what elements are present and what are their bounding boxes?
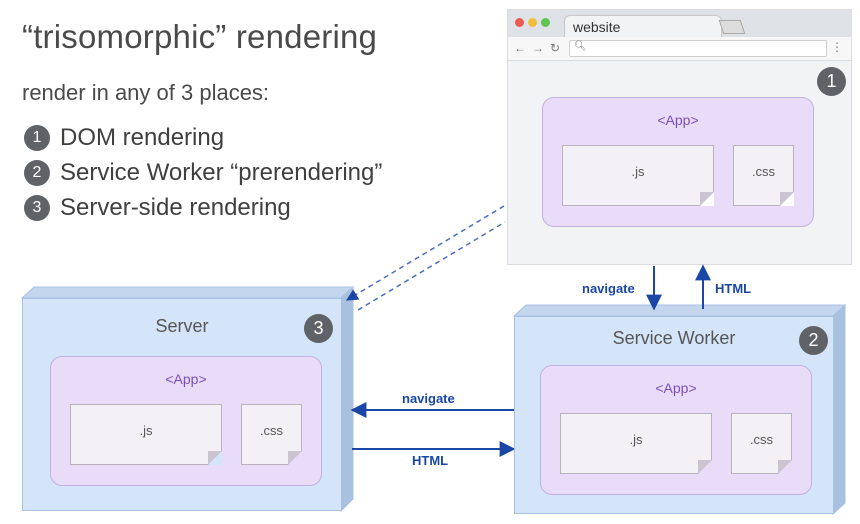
server-box: Server 3 <App> .js .css [22, 298, 342, 511]
server-app-container: <App> .js .css [50, 356, 322, 486]
dashed-arrow-browser-to-server [345, 205, 505, 301]
sw-box-side [832, 303, 846, 516]
list-item: 3 Server-side rendering [24, 190, 382, 225]
dashed-line-server-to-browser [357, 221, 506, 311]
back-icon: ← [514, 41, 526, 55]
page-fold-icon [288, 451, 302, 465]
address-bar: 🔍︎ [569, 40, 827, 57]
nav-buttons: ← → ↻ [514, 41, 560, 55]
list-item-label: Service Worker “prerendering” [60, 158, 383, 186]
app-label: <App> [165, 371, 207, 387]
close-dot-icon [515, 18, 524, 27]
js-file: .js [70, 404, 222, 465]
css-file-label: .css [259, 423, 284, 438]
css-file: .css [733, 145, 794, 206]
badge-3: 3 [304, 314, 333, 343]
browser-tabstrip: website [508, 10, 851, 37]
number-badge: 2 [24, 159, 50, 186]
page-fold-icon [698, 460, 712, 474]
window-controls [515, 18, 550, 27]
reload-icon: ↻ [550, 41, 561, 55]
css-file: .css [241, 404, 302, 465]
number-badge: 3 [24, 194, 50, 221]
app-label: <App> [657, 112, 699, 128]
page-subtitle: render in any of 3 places: [22, 80, 270, 105]
css-file-label: .css [749, 432, 774, 447]
page-title: “trisomorphic” rendering [22, 18, 378, 55]
arrow-label-html: HTML [412, 453, 449, 468]
arrow-label-navigate: navigate [402, 391, 455, 406]
list-item: 1 DOM rendering [24, 120, 382, 155]
service-worker-box: Service Worker 2 <App> .js .css [514, 316, 834, 514]
forward-icon: → [532, 41, 544, 55]
browser-window: website ← → ↻ 🔍︎ ⋮ 1 <App> .js .css [507, 9, 852, 265]
browser-app-container: <App> .js .css [542, 97, 814, 227]
server-title: Server [155, 316, 209, 336]
minimize-dot-icon [528, 18, 537, 27]
js-file: .js [560, 413, 712, 474]
number-badge: 1 [24, 124, 50, 151]
service-worker-app-container: <App> .js .css [540, 365, 812, 495]
server-box-top [20, 286, 355, 299]
places-list: 1 DOM rendering 2 Service Worker “preren… [24, 120, 382, 225]
sw-box-top [512, 304, 847, 317]
arrow-label-navigate: navigate [582, 281, 635, 296]
list-item-label: DOM rendering [60, 123, 225, 151]
js-file: .js [562, 145, 714, 206]
server-box-side [340, 285, 354, 513]
browser-toolbar: ← → ↻ 🔍︎ ⋮ [508, 37, 851, 61]
js-file-label: .js [629, 432, 643, 447]
search-icon: 🔍︎ [574, 41, 587, 52]
service-worker-title: Service Worker [612, 328, 736, 348]
browser-tab: website [564, 15, 722, 37]
page-fold-icon [778, 460, 792, 474]
list-item-label: Server-side rendering [60, 193, 291, 221]
badge-1: 1 [817, 67, 846, 96]
page-fold-icon [780, 192, 794, 206]
app-label: <App> [655, 380, 697, 396]
css-file: .css [731, 413, 792, 474]
maximize-dot-icon [541, 18, 550, 27]
arrow-label-html: HTML [715, 281, 752, 296]
menu-icon: ⋮ [831, 40, 843, 54]
page-fold-icon [208, 451, 222, 465]
js-file-label: .js [631, 164, 645, 179]
page-fold-icon [700, 192, 714, 206]
list-item: 2 Service Worker “prerendering” [24, 155, 382, 190]
css-file-label: .css [751, 164, 776, 179]
js-file-label: .js [139, 423, 153, 438]
badge-2: 2 [799, 326, 828, 355]
